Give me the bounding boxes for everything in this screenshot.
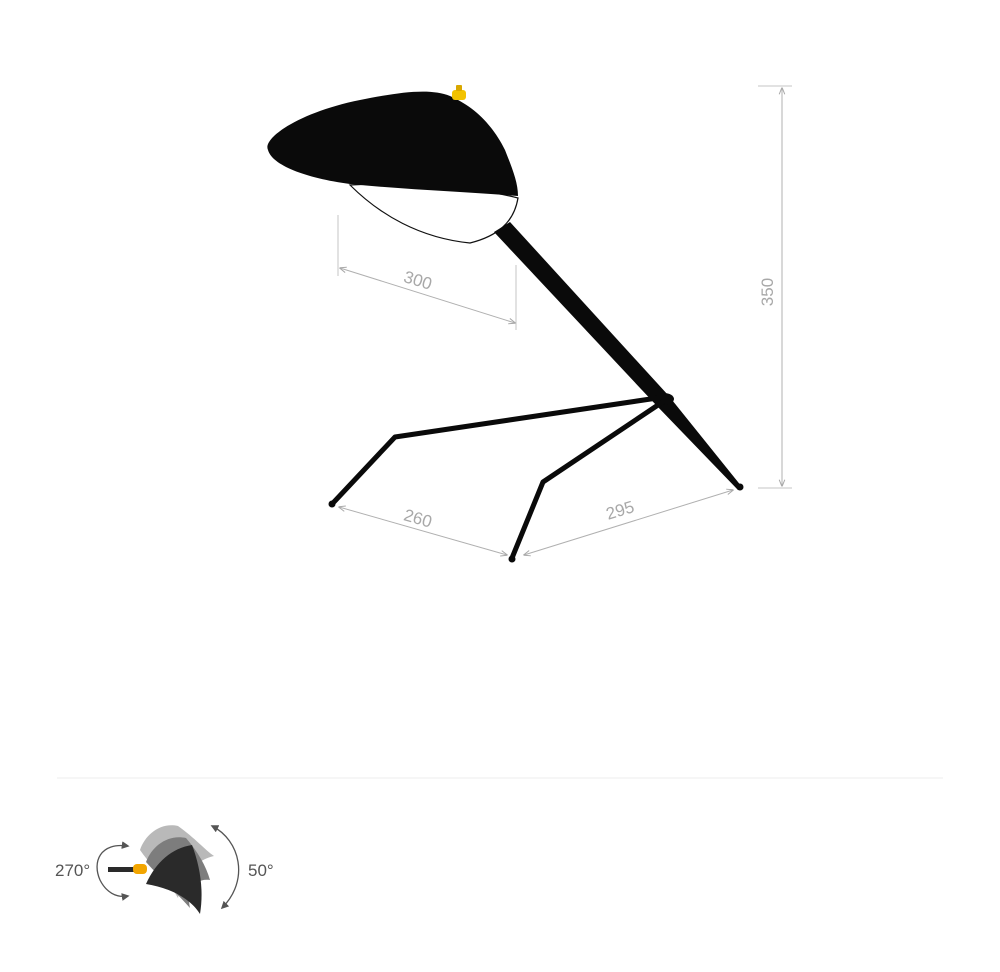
front-foot: [508, 555, 516, 563]
rotation-label-horizontal: 270°: [55, 861, 90, 880]
dimension-label-shade-width: 300: [402, 267, 435, 293]
lamp-leg-left: [330, 394, 667, 506]
stem-foot: [736, 483, 744, 491]
lamp-rotation-icon: 270° 50°: [55, 825, 274, 914]
dimension-label-height: 350: [758, 278, 777, 306]
dimension-label-base-left: 260: [402, 505, 435, 531]
dimension-height: 350: [758, 85, 792, 489]
tripod-lamp: [267, 85, 744, 563]
dimension-base-left: 260: [339, 505, 507, 555]
lamp-arm: [494, 222, 742, 490]
lamp-shade: [267, 91, 518, 196]
dimension-base-right: 295: [524, 490, 733, 555]
dimension-label-base-right: 295: [604, 497, 637, 523]
switch-knob: [452, 85, 466, 100]
rotation-label-vertical: 50°: [248, 861, 274, 880]
lamp-leg-front: [509, 398, 667, 561]
left-foot: [328, 500, 336, 508]
